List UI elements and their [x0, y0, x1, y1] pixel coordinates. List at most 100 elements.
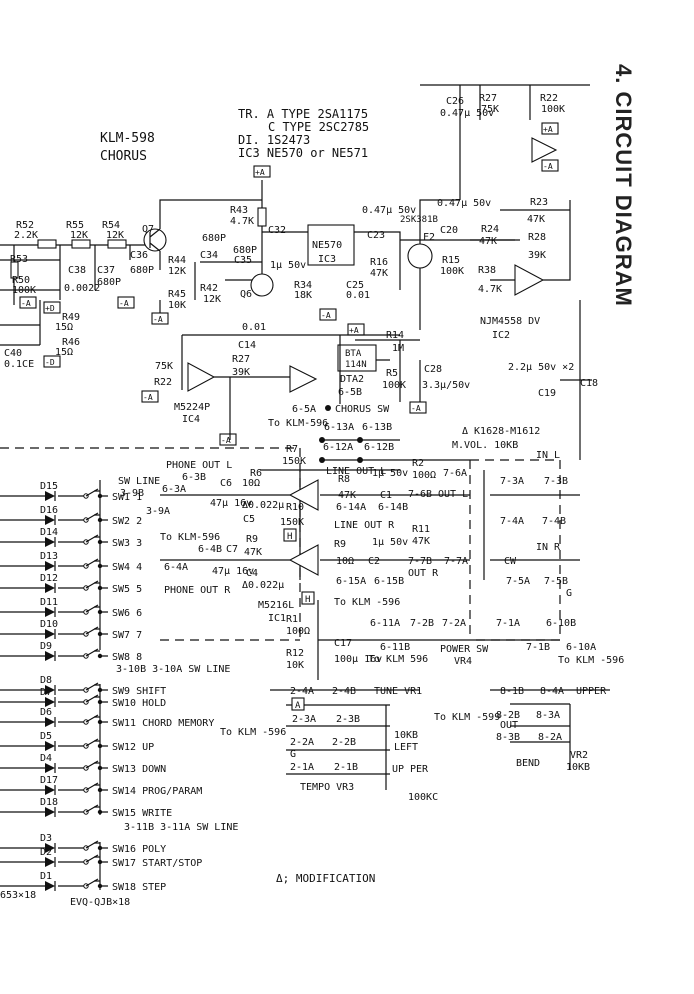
- power-sw: POWER SW: [440, 644, 489, 655]
- c14-value: 3.3μ/50v: [422, 380, 470, 391]
- upper-label: UPPER: [576, 686, 607, 697]
- r22-value: 100K: [541, 104, 565, 115]
- power-line: [317, 600, 560, 680]
- r7-value: 150K: [282, 456, 306, 467]
- diode-part: 653×18: [0, 890, 36, 901]
- q7-label: Q7: [142, 224, 154, 235]
- ic1-label: IC1: [268, 613, 286, 624]
- c17-label: C17: [334, 638, 352, 649]
- diode-label: D3: [40, 833, 52, 844]
- minus-a-tag-c14: -A: [411, 404, 421, 413]
- switch-row-wire: [0, 606, 108, 613]
- r7-label: R7: [286, 444, 298, 455]
- pin-6-13a: 6-13A: [324, 422, 354, 433]
- chorus-sw-label: CHORUS SW: [335, 404, 390, 415]
- c35-value: 680P: [233, 245, 257, 256]
- switch-lever: [85, 648, 99, 657]
- c4-label: C4: [246, 568, 258, 579]
- r1-label: R11: [412, 524, 430, 535]
- pin-6-11b: 6-11B: [380, 642, 410, 653]
- ic4-label: IC4: [182, 414, 200, 425]
- diode-symbol: [45, 561, 55, 571]
- note-tr-a: TR. A TYPE 2SA1175: [238, 107, 368, 121]
- r52-label: R52: [16, 220, 34, 231]
- diode-label: D11: [40, 597, 58, 608]
- switch-lever: [85, 714, 99, 723]
- switch-label: SW18 STEP: [112, 882, 166, 893]
- switch-label: SW6 6: [112, 608, 142, 619]
- vr4-label: VR4: [454, 656, 472, 667]
- switch-row-wire: [0, 650, 108, 657]
- c20-label: C20: [440, 225, 458, 236]
- to-klm596-15: To KLM -596: [334, 597, 400, 608]
- sw-line-9a: 3-9A: [146, 506, 170, 517]
- switch-label: SW17 START/STOP: [112, 858, 202, 869]
- plus-d-tag: +D: [45, 304, 55, 313]
- bend-out: OUT: [500, 720, 518, 731]
- q6-network-wires: [159, 180, 263, 320]
- tune-pin-2-4a: 2-4A: [290, 686, 314, 697]
- switch-lever: [85, 694, 99, 703]
- pin-6-13b: 6-13B: [362, 422, 392, 433]
- c23-value: 0.47μ 50v: [362, 205, 416, 216]
- switch-label: SW10 HOLD: [112, 698, 166, 709]
- tempo-value: 100KC: [408, 792, 438, 803]
- r13-value: 10K: [286, 660, 304, 671]
- minus-a-tag-ic2: -A: [543, 162, 553, 171]
- diode-symbol: [45, 763, 55, 773]
- r42-label: R42: [200, 283, 218, 294]
- switch-junction: [97, 493, 103, 499]
- out-l: OUT L: [438, 489, 468, 500]
- r28-value: 4.7K: [478, 284, 502, 295]
- to-klm596-phone: To KLM-596: [160, 532, 220, 543]
- to-klm596-top: To KLM-596: [268, 418, 328, 429]
- c5-label: C5: [243, 514, 255, 525]
- phone-out-l-pin-b: 6-3B: [182, 472, 206, 483]
- diode-symbol: [45, 881, 55, 891]
- c38-label: C38: [68, 265, 86, 276]
- diode-label: D16: [40, 505, 58, 516]
- switch-row-wire: [0, 784, 108, 791]
- plus-a-tag: +A: [255, 168, 265, 177]
- tune-a-label: A: [295, 701, 301, 711]
- pin-7-3b: 7-3B: [544, 476, 568, 487]
- switch-label: SW15 WRITE: [112, 808, 172, 819]
- r15-label: R15: [442, 255, 460, 266]
- minus-a-tag-2: -A: [119, 299, 129, 308]
- switch-junction: [97, 563, 103, 569]
- chorus-input-chain: [0, 239, 150, 346]
- diode-label: D5: [40, 731, 52, 742]
- left-value: 10KB: [394, 730, 418, 741]
- line-out-r: LINE OUT R: [334, 520, 395, 531]
- switch-label: SW13 DOWN: [112, 764, 166, 775]
- bend-pin-8-3b: 8-3B: [496, 732, 520, 743]
- r54-label: R54: [102, 220, 120, 231]
- ic1-opamp-l: [288, 479, 319, 511]
- r50-value: 100K: [12, 285, 36, 296]
- c2-label: C2: [368, 556, 380, 567]
- r28-label: R38: [478, 265, 496, 276]
- c6-value: 47μ 16v: [210, 498, 252, 509]
- r16-label: R16: [370, 257, 388, 268]
- f2-label: F2: [423, 232, 435, 243]
- switch-row-wire: [0, 582, 108, 589]
- r38-label: R27: [232, 354, 250, 365]
- switch-junction: [97, 765, 103, 771]
- c32-label: C32: [268, 225, 286, 236]
- c34-value: 680P: [202, 233, 226, 244]
- switch-row-wire: [0, 696, 108, 703]
- tune-pin-2-1a: 2-1A: [290, 762, 314, 773]
- r50-label: R50: [12, 275, 30, 286]
- h-tag-2: [301, 591, 315, 605]
- c14-label: C28: [424, 364, 442, 375]
- r25-value: 47K: [527, 214, 545, 225]
- switch-row-wire: [0, 806, 108, 813]
- switch-junction: [97, 539, 103, 545]
- pin-6-10b: 6-10B: [546, 618, 576, 629]
- r5-value: 100K: [382, 380, 406, 391]
- up-label: UP: [392, 764, 404, 775]
- r44-value: 12K: [168, 266, 186, 277]
- c7-value: 47μ 16v: [212, 566, 254, 577]
- r49-value: 15Ω: [55, 322, 73, 333]
